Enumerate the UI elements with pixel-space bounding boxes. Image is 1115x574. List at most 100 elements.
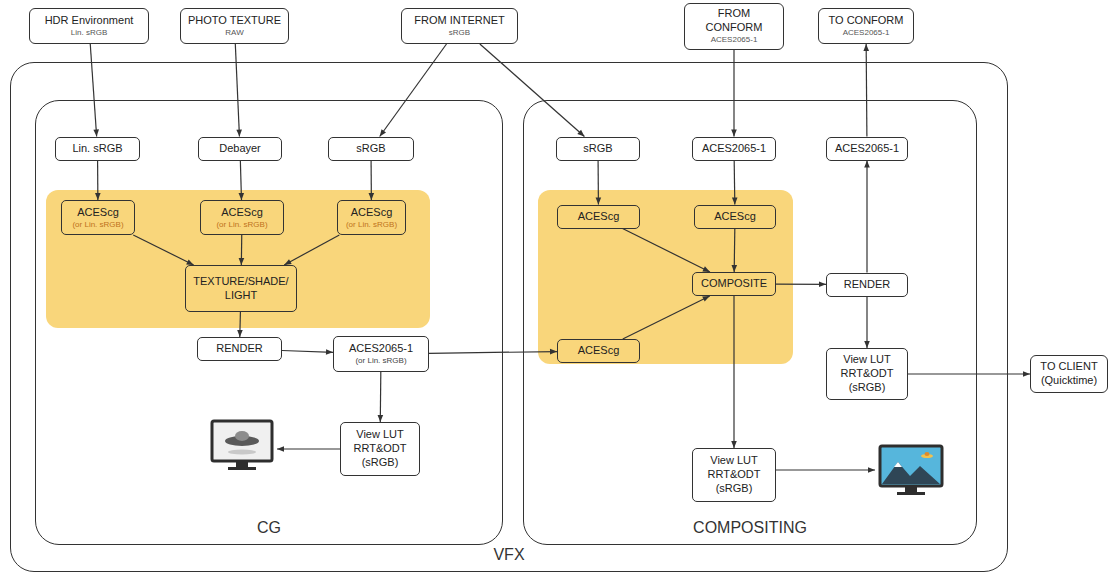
monitor-icon [212,421,272,470]
group-box: CGLin. sRGBDebayersRGBACEScg(or Lin. sRG… [35,100,503,545]
box-label: ACES2065-1 [832,142,902,156]
flow-arrow [90,44,96,137]
process-box: Debayer [198,137,282,161]
flow-arrow [370,161,371,201]
box-label: ACEScg [67,206,129,220]
box-label: View LUT RRT&ODT (sRGB) [832,353,902,394]
process-box: ACES2065-1 [826,137,908,161]
io-box: FROM INTERNETsRGB [401,8,518,44]
flow-arrow [239,312,241,337]
box-label: ACEScg [700,210,770,224]
box-subtitle: RAW [186,28,283,38]
box-label: TO CONFORM [824,14,908,28]
box-label: View LUT RRT&ODT (sRGB) [698,454,770,495]
flow-arrow [734,229,736,273]
flow-arrow [235,44,239,137]
flow-arrow [866,161,867,273]
io-box: HDR EnvironmentLin. sRGB [29,8,149,44]
box-label: ACEScg [343,206,400,220]
flow-arrow [776,284,826,285]
process-box: ACEScg(or Lin. sRGB) [61,200,135,235]
process-box: COMPOSITE [692,272,776,296]
group-label: VFX [11,545,1007,565]
box-subtitle: (or Lin. sRGB) [339,356,423,366]
box-label: View LUT RRT&ODT (sRGB) [346,428,414,469]
flow-arrow [908,373,1030,374]
process-box: ACEScg(or Lin. sRGB) [337,200,406,235]
box-label: sRGB [334,142,408,156]
box-subtitle: Lin. sRGB [35,28,143,38]
box-label: PHOTO TEXTURE [186,14,283,28]
process-box: View LUT RRT&ODT (sRGB) [340,422,420,476]
process-box: sRGB [328,137,414,161]
aces-working-band [46,190,430,328]
flow-arrow [866,44,868,137]
box-label: RENDER [832,278,902,292]
box-label: COMPOSITE [698,277,770,291]
box-label: ACES2065-1 [698,142,770,156]
process-box: ACEScg [557,339,640,363]
box-subtitle: (or Lin. sRGB) [67,220,129,230]
box-label: ACES2065-1 [339,342,423,356]
flow-arrow [733,296,734,448]
process-box: sRGB [556,137,640,161]
box-label: ACEScg [563,210,634,224]
process-box: ACEScg [557,205,640,229]
flow-arrow [597,161,599,205]
process-box: RENDER [826,273,908,297]
process-box: ACEScg(or Lin. sRGB) [200,200,284,235]
io-box: FROM CONFORMACES2065-1 [684,3,784,50]
flow-arrow [480,44,585,137]
monitor-arrow [277,448,340,449]
process-box: ACES2065-1(or Lin. sRGB) [333,336,429,372]
box-label: FROM INTERNET [407,14,512,28]
box-subtitle: ACES2065-1 [824,28,908,38]
flow-arrow [282,351,333,353]
flow-arrow [380,44,447,137]
group-box: VFXCGLin. sRGBDebayersRGBACEScg(or Lin. … [10,62,1008,572]
box-label: sRGB [562,142,634,156]
flow-arrow [734,161,736,205]
box-subtitle: ACES2065-1 [690,35,778,45]
io-box: TO CONFORMACES2065-1 [818,8,914,44]
monitor-icon [880,446,942,495]
box-label: TO CLIENT (Quicktime) [1036,360,1102,388]
flow-arrow [866,297,867,349]
group-box: COMPOSITING sRGB ACES2065-1 ACES2065-1ACESc… [523,100,977,545]
box-label: Debayer [204,142,276,156]
flow-arrow [240,161,241,201]
process-box: ACES2065-1 [692,137,776,161]
box-subtitle: (or Lin. sRGB) [206,220,278,230]
group-label: COMPOSITING [524,518,976,538]
box-label: HDR Environment [35,14,143,28]
process-box: TEXTURE/SHADE/ LIGHT [185,265,297,312]
box-label: RENDER [203,342,276,356]
box-label: TEXTURE/SHADE/ LIGHT [191,275,291,303]
flow-arrow [97,161,98,201]
flow-arrow [241,235,243,265]
process-box: ACEScg [694,205,776,229]
io-box: PHOTO TEXTURERAW [180,8,289,44]
flow-arrow [133,235,193,265]
flow-arrow [429,352,557,354]
monitor-arrow [776,469,875,470]
box-label: ACEScg [563,344,634,358]
process-box: Lin. sRGB [55,137,140,161]
box-subtitle: sRGB [407,28,512,38]
flow-arrow [623,229,710,273]
group-label: CG [36,518,502,538]
box-subtitle: (or Lin. sRGB) [343,220,400,230]
process-box: RENDER [197,337,282,361]
io-box: TO CLIENT (Quicktime) [1030,355,1108,393]
flow-arrow [284,235,339,265]
flow-arrow [623,296,710,339]
aces-working-band [538,190,793,364]
flow-arrow [380,372,382,422]
box-label: Lin. sRGB [61,142,134,156]
process-box: View LUT RRT&ODT (sRGB) [826,348,908,400]
box-label: FROM CONFORM [690,7,778,35]
box-label: ACEScg [206,206,278,220]
